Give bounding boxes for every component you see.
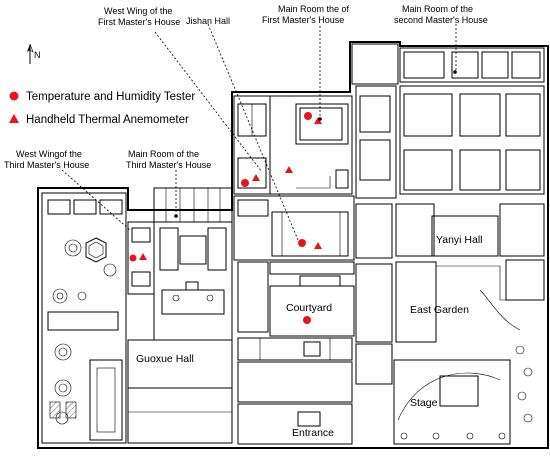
- leader-lines: [61, 23, 457, 241]
- label-main-room-second-line2: second Master's House: [394, 15, 488, 25]
- legend: Temperature and Humidity Tester Handheld…: [9, 91, 195, 126]
- anemometer-marker-main-room-first: [314, 117, 322, 124]
- outer-wall: [37, 41, 549, 449]
- legend-temperature-humidity-tester: Temperature and Humidity Tester: [26, 91, 195, 103]
- area-labels: West Wing of the First Master's House Ji…: [4, 4, 488, 439]
- label-west-wing-third-line1: West Wingof the: [16, 149, 82, 159]
- tester-marker-main-room-first: [304, 112, 312, 120]
- label-west-wing-first-line1: West Wing of the: [104, 6, 172, 16]
- legend-handheld-thermal-anemometer: Handheld Thermal Anemometer: [26, 114, 189, 126]
- tester-marker-west-wing-first: [241, 179, 249, 187]
- jishan-hall-building: [269, 95, 353, 195]
- compass-label: N: [34, 50, 41, 60]
- east-garden-area: [436, 259, 545, 423]
- guoxue-hall-building: [127, 339, 233, 444]
- measurement-markers: [129, 112, 322, 324]
- first-master-west-wing: [233, 95, 271, 195]
- label-west-wing-third-line2: Third Master's House: [4, 160, 89, 170]
- label-courtyard: Courtyard: [286, 302, 332, 314]
- sample-point-dots: [174, 70, 457, 218]
- label-east-garden: East Garden: [410, 304, 469, 316]
- anemometer-marker-third-master: [139, 253, 147, 260]
- label-main-room-first-line2: First Master's House: [262, 15, 344, 25]
- label-west-wing-first-line2: First Master's House: [98, 17, 180, 27]
- anemometer-marker-jishan-hall: [285, 166, 293, 173]
- label-main-room-second-line1: Main Room of the: [402, 4, 473, 14]
- label-yanyi-hall: Yanyi Hall: [436, 234, 483, 246]
- label-guoxue-hall: Guoxue Hall: [136, 353, 194, 365]
- stage-building: [393, 359, 511, 445]
- anemometer-marker-central-hall: [314, 242, 322, 249]
- anemometer-marker-west-wing-first: [252, 174, 260, 181]
- label-main-room-third-line1: Main Room of the: [128, 149, 199, 159]
- label-main-room-first-line1: Main Room the of: [278, 4, 350, 14]
- second-master-block: [351, 43, 545, 199]
- label-main-room-third-line2: Third Master's House: [126, 160, 211, 170]
- tester-marker-central-hall: [298, 239, 306, 247]
- label-entrance: Entrance: [292, 427, 334, 439]
- tester-marker-third-master: [129, 254, 137, 262]
- temperature-humidity-tester-legend-icon: [9, 91, 19, 101]
- label-jishan-hall: Jishan Hall: [186, 16, 230, 26]
- label-stage: Stage: [410, 397, 438, 409]
- yanyi-hall-building: [355, 203, 545, 385]
- handheld-thermal-anemometer-legend-icon: [9, 114, 19, 123]
- central-courtyard-rooms: [233, 195, 355, 445]
- third-master-block: [41, 192, 127, 444]
- north-arrow-icon: N: [27, 43, 41, 64]
- tester-marker-courtyard: [303, 316, 311, 324]
